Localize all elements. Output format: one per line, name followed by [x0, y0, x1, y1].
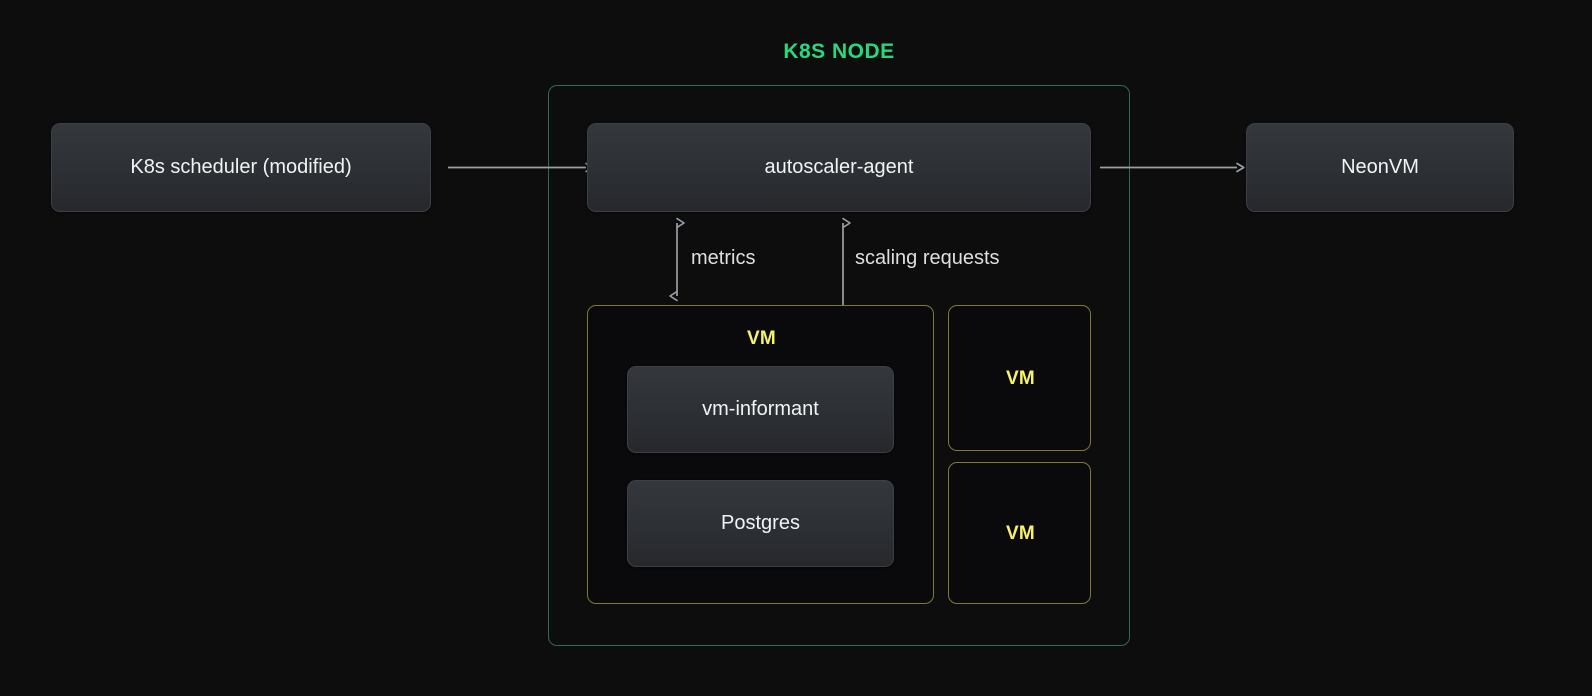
- page-title: K8S NODE: [783, 40, 895, 63]
- neonvm-box[interactable]: NeonVM: [1246, 123, 1514, 212]
- vm-label: VM: [1005, 368, 1036, 389]
- vm-informant-box[interactable]: vm-informant: [627, 366, 894, 453]
- vm-label: VM: [746, 328, 777, 349]
- k8s-scheduler-box[interactable]: K8s scheduler (modified): [51, 123, 431, 212]
- scaling-requests-arrow-label: scaling requests: [855, 247, 1000, 269]
- vm-box-secondary[interactable]: VM: [948, 305, 1091, 451]
- autoscaler-agent-box[interactable]: autoscaler-agent: [587, 123, 1091, 212]
- vm-box-tertiary[interactable]: VM: [948, 462, 1091, 604]
- postgres-box[interactable]: Postgres: [627, 480, 894, 567]
- vm-label: VM: [1005, 523, 1036, 544]
- metrics-arrow-label: metrics: [691, 247, 756, 269]
- k8s-node-container: [548, 85, 1130, 646]
